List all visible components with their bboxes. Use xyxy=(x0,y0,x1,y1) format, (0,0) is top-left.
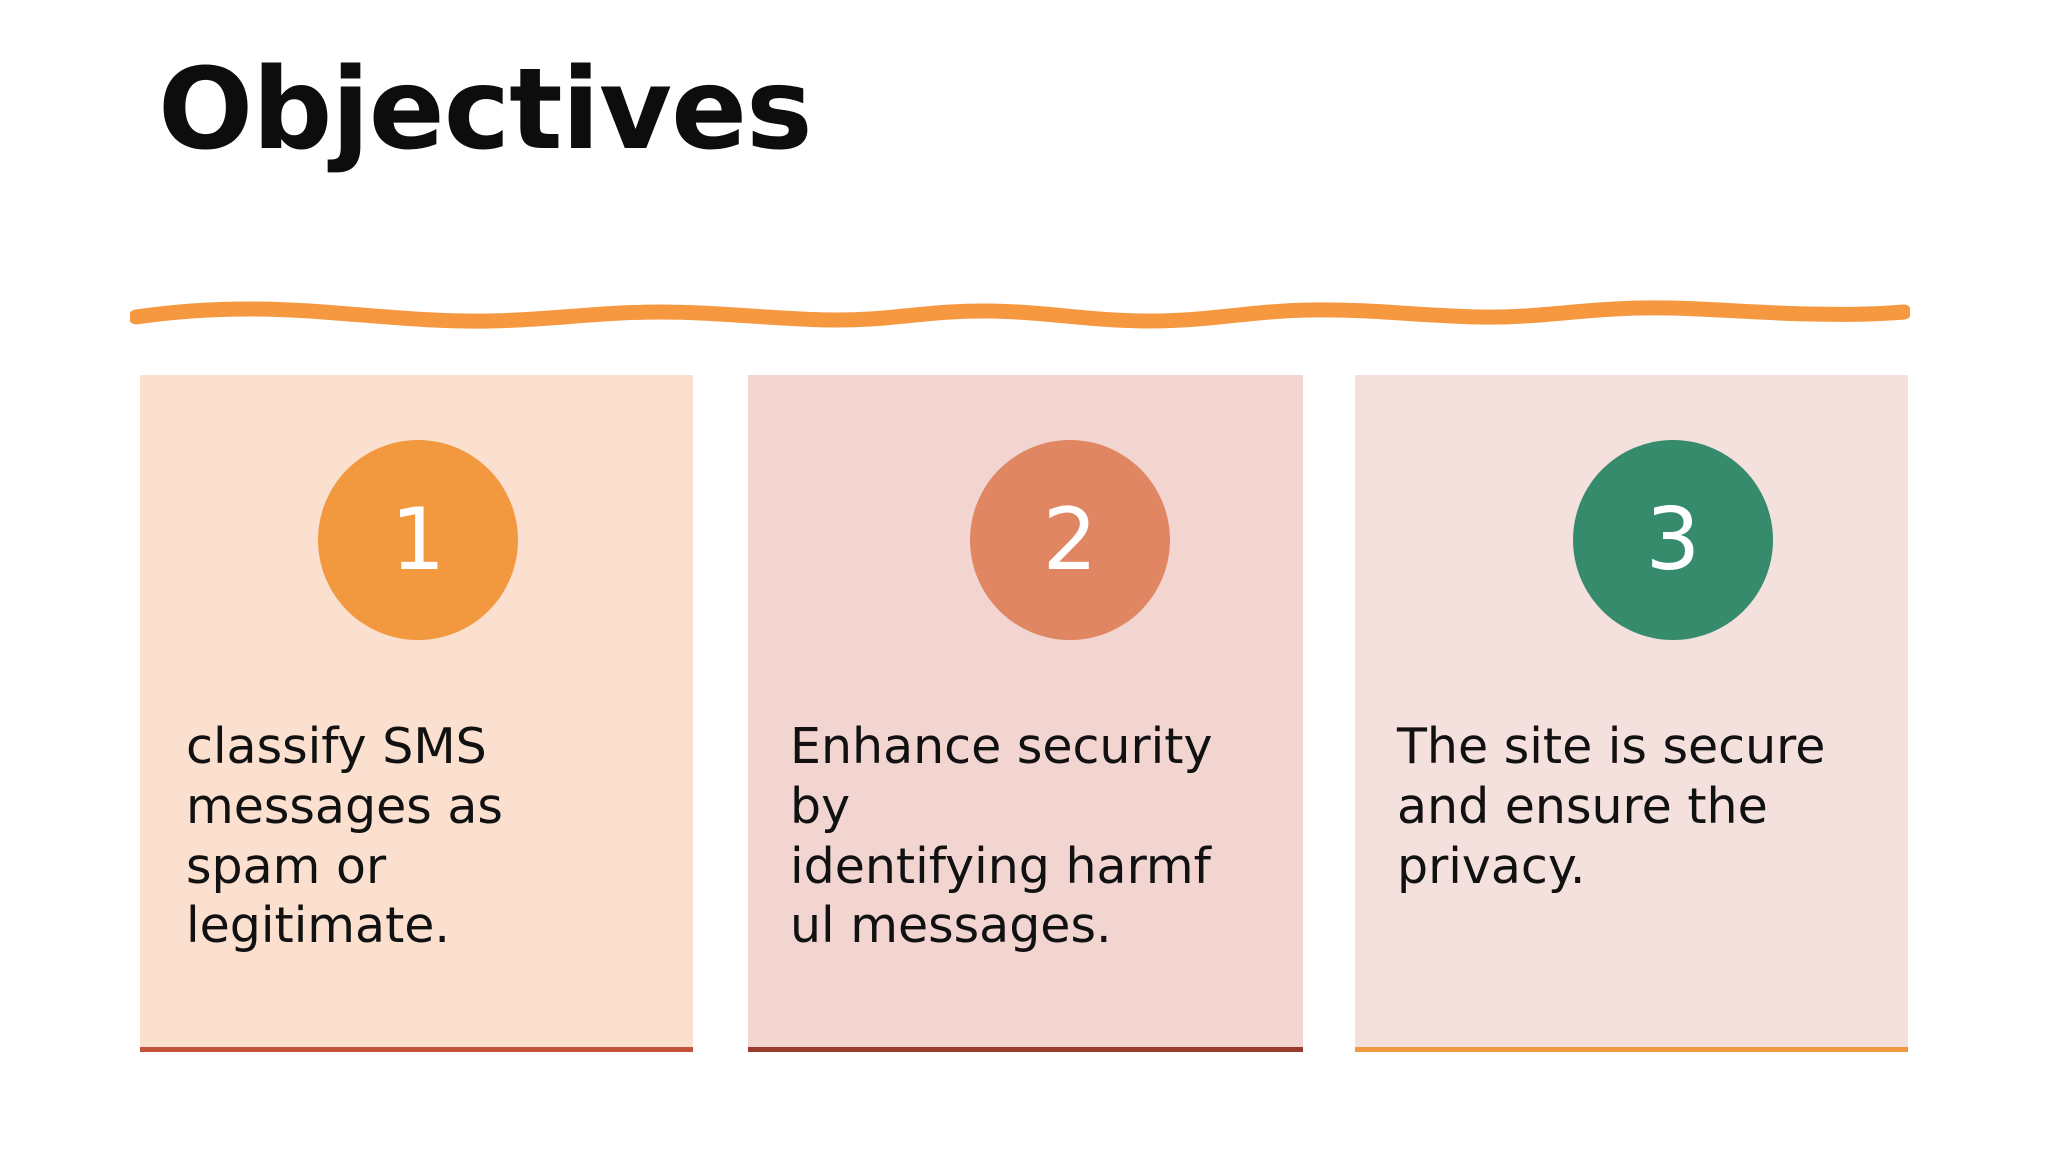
objectives-card-row: 1 classify SMS messages as spam or legit… xyxy=(140,375,1908,1052)
objective-card-3[interactable]: 3 The site is secure and ensure the priv… xyxy=(1355,375,1908,1052)
wavy-divider-icon xyxy=(130,300,1910,329)
objective-text-3: The site is secure and ensure the privac… xyxy=(1397,718,1826,895)
page-title: Objectives xyxy=(158,45,813,175)
objective-number-badge-2: 2 xyxy=(970,440,1170,640)
objective-text-2: Enhance security by identifying harmf ul… xyxy=(790,718,1213,955)
wavy-divider xyxy=(130,290,1910,336)
objective-number-badge-1: 1 xyxy=(318,440,518,640)
objective-card-1[interactable]: 1 classify SMS messages as spam or legit… xyxy=(140,375,693,1052)
objective-number-badge-3: 3 xyxy=(1573,440,1773,640)
objective-text-1: classify SMS messages as spam or legitim… xyxy=(186,718,503,955)
objective-card-2[interactable]: 2 Enhance security by identifying harmf … xyxy=(748,375,1303,1052)
